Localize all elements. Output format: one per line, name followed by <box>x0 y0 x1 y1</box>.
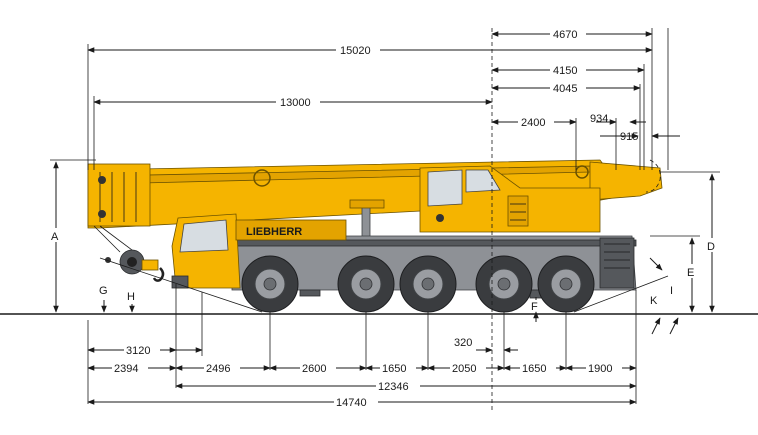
superstructure <box>419 165 601 233</box>
crane-illustration: LIEBHERR <box>0 159 758 315</box>
dim-320: 320 <box>454 337 472 349</box>
dim-934: 934 <box>590 113 608 125</box>
dim-2496: 2496 <box>206 363 230 375</box>
dim-3120: 3120 <box>126 345 150 357</box>
dim-13000: 13000 <box>280 97 311 109</box>
dim-letter-k: K <box>650 295 658 307</box>
wheel <box>475 255 533 313</box>
dim-1650-b: 1650 <box>522 363 546 375</box>
dim-4045: 4045 <box>553 83 577 95</box>
dim-letter-a: A <box>51 231 59 243</box>
dim-letter-i: I <box>670 285 673 297</box>
wheel <box>241 255 299 313</box>
boom-head-sheave <box>253 169 271 187</box>
approach-angle-line <box>99 257 263 313</box>
dim-2050: 2050 <box>452 363 476 375</box>
luffing-cylinder <box>349 199 385 239</box>
dim-1900: 1900 <box>588 363 612 375</box>
dim-2600: 2600 <box>302 363 326 375</box>
liebherr-logo: LIEBHERR <box>246 226 302 238</box>
departure-angle-line <box>573 275 669 313</box>
dim-4150: 4150 <box>553 65 577 77</box>
wheel <box>537 255 595 313</box>
dim-2400: 2400 <box>521 117 545 129</box>
dimension-annotations: 15020 4670 4150 4045 13000 2400 934 915 … <box>50 27 720 410</box>
dim-4670: 4670 <box>553 29 577 41</box>
dim-letter-f: F <box>531 301 538 313</box>
dim-2394: 2394 <box>114 363 138 375</box>
hook-block <box>93 225 165 282</box>
dim-1650-a: 1650 <box>382 363 406 375</box>
dim-letter-h: H <box>127 291 135 303</box>
boom-rear-tip <box>575 159 663 201</box>
dim-14740: 14740 <box>336 397 367 409</box>
dim-915: 915 <box>620 131 638 143</box>
dim-letter-d: D <box>707 241 715 253</box>
wheel <box>399 255 457 313</box>
dim-letter-e: E <box>687 267 694 279</box>
wheel <box>337 255 395 313</box>
dim-15020: 15020 <box>340 45 371 57</box>
dim-12346: 12346 <box>378 381 409 393</box>
dim-letter-g: G <box>99 285 108 297</box>
